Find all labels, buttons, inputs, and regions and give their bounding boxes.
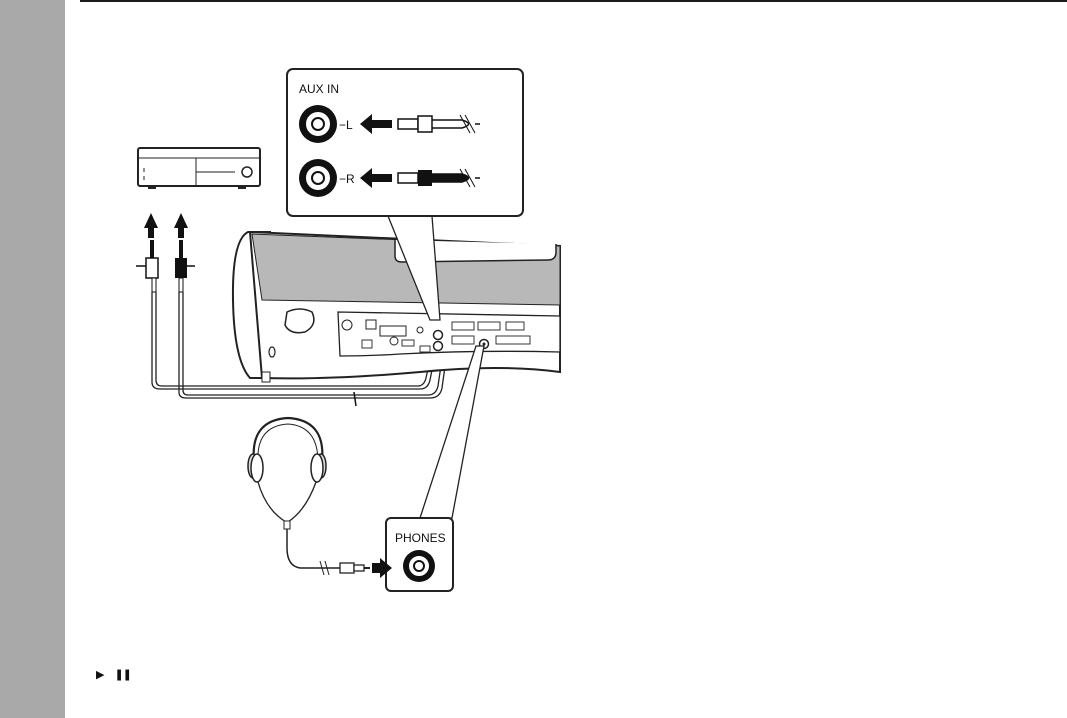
aux-in-label: AUX IN bbox=[299, 82, 339, 96]
main-unit-illustration bbox=[233, 232, 560, 382]
phones-callout: PHONES bbox=[386, 346, 484, 591]
phones-label: PHONES bbox=[395, 531, 446, 545]
right-channel-label: −R bbox=[339, 172, 355, 186]
signal-arrows-up bbox=[144, 213, 188, 238]
play-pause-symbols: ▶ ❚❚ bbox=[96, 668, 131, 681]
headphones-illustration bbox=[248, 418, 392, 578]
play-icon: ▶ bbox=[96, 668, 104, 681]
external-player-illustration bbox=[138, 148, 260, 189]
pause-icon: ❚❚ bbox=[114, 668, 130, 681]
rca-plugs-player-side bbox=[136, 240, 195, 292]
left-channel-label: −L bbox=[339, 118, 353, 132]
